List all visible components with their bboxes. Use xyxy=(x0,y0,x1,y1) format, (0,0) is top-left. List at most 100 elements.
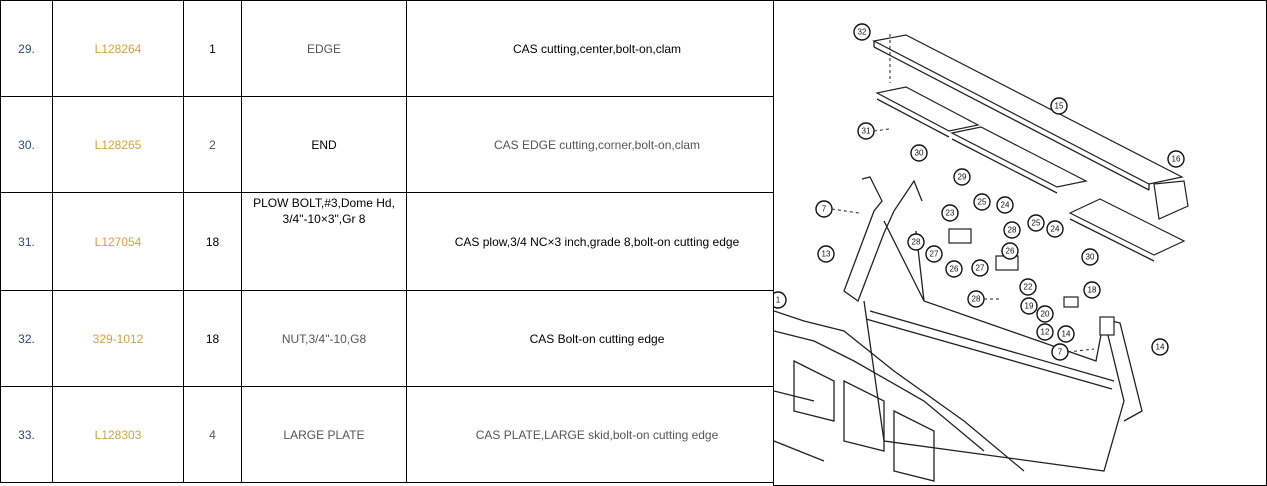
callout-25-b: 25 xyxy=(1027,214,1045,232)
table-row: 32. 329-1012 18 NUT,3/4"-10,G8 CAS Bolt-… xyxy=(0,290,788,387)
callout-15: 15 xyxy=(1050,97,1068,115)
callout-16: 16 xyxy=(1167,150,1185,168)
svg-text:7: 7 xyxy=(1058,348,1063,357)
svg-text:20: 20 xyxy=(1041,310,1050,319)
callout-7: 7 xyxy=(815,200,833,218)
svg-text:29: 29 xyxy=(958,173,967,182)
end-cutting-edge-left xyxy=(875,86,980,138)
quantity: 2 xyxy=(183,96,242,193)
svg-text:24: 24 xyxy=(1051,225,1060,234)
callout-28-b: 28 xyxy=(1003,221,1021,239)
callout-13: 13 xyxy=(817,245,835,263)
callout-28: 28 xyxy=(907,233,925,251)
quantity: 4 xyxy=(183,386,242,483)
svg-text:30: 30 xyxy=(915,149,924,158)
callout-30-b: 30 xyxy=(1081,248,1099,266)
svg-text:28: 28 xyxy=(1008,226,1017,235)
svg-text:23: 23 xyxy=(946,209,955,218)
item-number: 32. xyxy=(0,290,53,387)
clamp-26 xyxy=(948,228,972,244)
callout-29: 29 xyxy=(953,168,971,186)
svg-text:27: 27 xyxy=(976,264,985,273)
part-number: 329-1012 xyxy=(52,290,184,387)
part-name: PLOW BOLT,#3,Dome Hd, 3/4"-10×3",Gr 8 xyxy=(241,192,407,291)
callout-7-b: 7 xyxy=(1051,343,1069,361)
part-name: NUT,3/4"-10,G8 xyxy=(241,290,407,387)
part-name: END xyxy=(241,96,407,193)
svg-text:25: 25 xyxy=(1032,219,1041,228)
callout-24-b: 24 xyxy=(1046,220,1064,238)
callout-28-c: 28 xyxy=(967,290,985,308)
part-number: L128264 xyxy=(52,0,184,97)
table-row: 30. L128265 2 END CAS EDGE cutting,corne… xyxy=(0,96,788,193)
callout-22: 22 xyxy=(1019,278,1037,296)
part-description: CAS EDGE cutting,corner,bolt-on,clam xyxy=(406,96,788,193)
bracket-14 xyxy=(1099,316,1115,336)
end-cutting-edge-right xyxy=(1068,198,1186,262)
svg-text:26: 26 xyxy=(950,265,959,274)
callout-31: 31 xyxy=(857,122,875,140)
svg-text:31: 31 xyxy=(862,127,871,136)
part-description: CAS plow,3/4 NC×3 inch,grade 8,bolt-on c… xyxy=(406,192,788,291)
table-row: 33. L128303 4 LARGE PLATE CAS PLATE,LARG… xyxy=(0,386,788,483)
part-description: CAS cutting,center,bolt-on,clam xyxy=(406,0,788,97)
item-number: 33. xyxy=(0,386,53,483)
callout-20: 20 xyxy=(1036,305,1054,323)
part-number: L128303 xyxy=(52,386,184,483)
callout-25: 25 xyxy=(973,193,991,211)
svg-text:25: 25 xyxy=(978,198,987,207)
bucket-body xyxy=(843,176,1143,472)
item-number: 31. xyxy=(0,192,53,291)
svg-text:26: 26 xyxy=(1006,247,1015,256)
svg-text:24: 24 xyxy=(1001,201,1010,210)
svg-text:18: 18 xyxy=(1088,286,1097,295)
part-description: CAS PLATE,LARGE skid,bolt-on cutting edg… xyxy=(406,386,788,483)
callout-24: 24 xyxy=(996,196,1014,214)
callout-23: 23 xyxy=(941,204,959,222)
center-cutting-edge xyxy=(872,34,1184,191)
table-row: 31. L127054 18 PLOW BOLT,#3,Dome Hd, 3/4… xyxy=(0,192,788,291)
callout-26: 26 xyxy=(945,260,963,278)
part-description: CAS Bolt-on cutting edge xyxy=(406,290,788,387)
svg-text:1: 1 xyxy=(776,296,781,305)
svg-text:32: 32 xyxy=(858,28,867,37)
callout-14-b: 14 xyxy=(1151,338,1169,356)
part-number: L127054 xyxy=(52,192,184,291)
svg-text:30: 30 xyxy=(1086,253,1095,262)
leader-line xyxy=(831,208,860,214)
svg-text:13: 13 xyxy=(822,250,831,259)
large-plate xyxy=(1153,180,1189,220)
table-row: 29. L128264 1 EDGE CAS cutting,center,bo… xyxy=(0,0,788,97)
svg-text:14: 14 xyxy=(1062,330,1071,339)
callout-26-b: 26 xyxy=(1001,242,1019,260)
item-number: 29. xyxy=(0,0,53,97)
callout-19: 19 xyxy=(1020,297,1038,315)
svg-text:15: 15 xyxy=(1055,102,1064,111)
svg-text:28: 28 xyxy=(972,295,981,304)
callout-27: 27 xyxy=(925,245,943,263)
callout-12: 12 xyxy=(1036,323,1054,341)
spacer-18 xyxy=(1063,296,1079,308)
part-name: LARGE PLATE xyxy=(241,386,407,483)
svg-text:7: 7 xyxy=(822,205,827,214)
callout-14: 14 xyxy=(1057,325,1075,343)
part-name: EDGE xyxy=(241,0,407,97)
item-number: 30. xyxy=(0,96,53,193)
exploded-parts-diagram: 32 15 31 30 16 29 7 23 25 24 28 27 26 27… xyxy=(773,0,1267,486)
svg-text:12: 12 xyxy=(1041,328,1050,337)
callout-18: 18 xyxy=(1083,281,1101,299)
callout-27-b: 27 xyxy=(971,259,989,277)
svg-text:14: 14 xyxy=(1156,343,1165,352)
svg-text:16: 16 xyxy=(1172,155,1181,164)
leader-line xyxy=(1067,348,1095,353)
svg-text:19: 19 xyxy=(1025,302,1034,311)
second-bucket xyxy=(774,310,1025,482)
callout-32: 32 xyxy=(853,23,871,41)
part-number: L128265 xyxy=(52,96,184,193)
svg-text:27: 27 xyxy=(930,250,939,259)
svg-text:28: 28 xyxy=(912,238,921,247)
svg-text:22: 22 xyxy=(1024,283,1033,292)
callout-1: 1 xyxy=(774,291,787,309)
leader-line xyxy=(873,128,890,132)
quantity: 1 xyxy=(183,0,242,97)
